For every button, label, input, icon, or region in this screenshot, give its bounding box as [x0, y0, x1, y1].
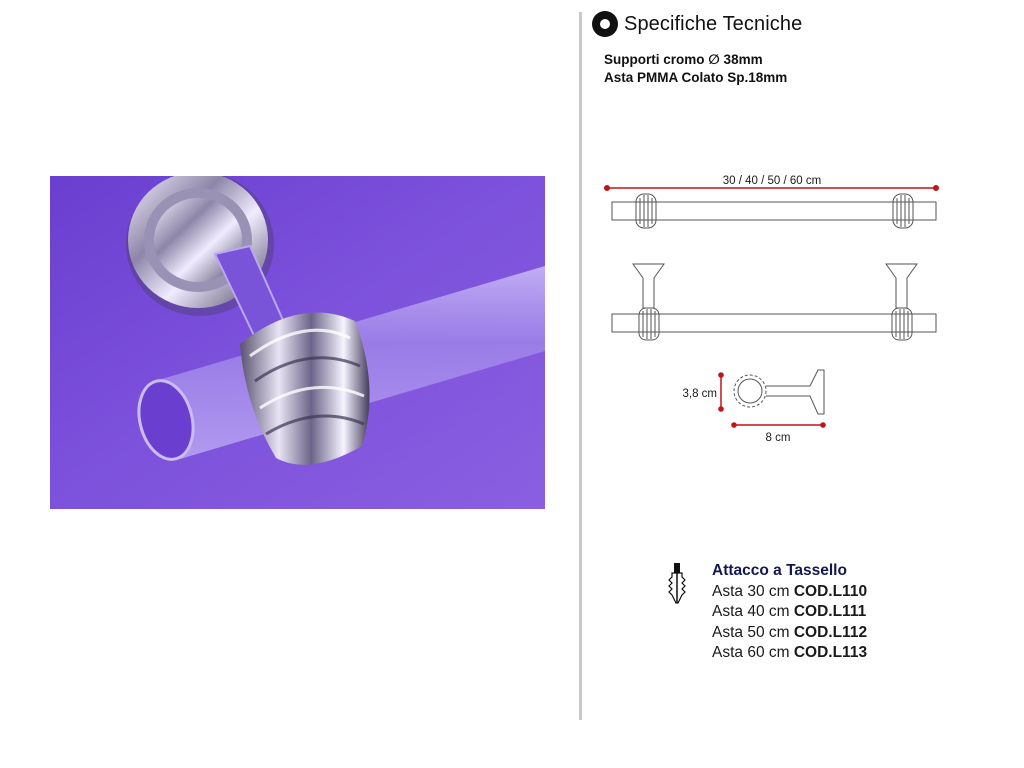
- code-row: Asta 60 cm COD.L113: [712, 643, 867, 664]
- vertical-divider: [579, 12, 582, 720]
- chrome-ring: [240, 312, 370, 465]
- side-view: 3,8 cm 8 cm: [682, 369, 826, 444]
- wall-plug-icon: [668, 563, 686, 610]
- top-view: [611, 193, 937, 229]
- code-row-code: COD.L111: [793, 603, 867, 620]
- spec-support: Supporti cromo ∅ 38mm: [604, 52, 763, 67]
- length-dimension: 30 / 40 / 50 / 60 cm: [604, 175, 939, 191]
- code-list: Attacco a Tassello Asta 30 cm COD.L110 A…: [712, 561, 867, 664]
- code-row-code: COD.L113: [793, 644, 868, 661]
- page-title: Specifiche Tecniche: [624, 12, 803, 35]
- code-row-label: Asta 50 cm: [712, 623, 790, 641]
- code-row: Asta 50 cm COD.L112: [712, 623, 867, 644]
- front-view: [611, 263, 937, 341]
- technical-drawing: 30 / 40 / 50 / 60 cm: [596, 168, 956, 458]
- spec-rod: Asta PMMA Colato Sp.18mm: [604, 70, 788, 85]
- code-row-label: Asta 30 cm: [712, 582, 790, 600]
- code-row-code: COD.L112: [793, 623, 868, 641]
- code-row: Asta 30 cm COD.L110: [712, 582, 867, 603]
- code-row-code: COD.L110: [793, 582, 868, 600]
- height-label: 3,8 cm: [682, 388, 717, 400]
- product-photo: [50, 176, 545, 509]
- circle-bullet-icon: [592, 11, 618, 37]
- code-row-label: Asta 40 cm: [712, 603, 790, 620]
- length-label: 30 / 40 / 50 / 60 cm: [723, 175, 821, 187]
- top-ring-left: [635, 193, 657, 229]
- code-row-label: Asta 60 cm: [712, 644, 790, 661]
- top-ring-right: [892, 193, 914, 229]
- title-row: Specifiche Tecniche: [592, 10, 802, 38]
- spec-list: Supporti cromo ∅ 38mm Asta PMMA Colato S…: [604, 51, 787, 87]
- code-row: Asta 40 cm COD.L111: [712, 602, 867, 623]
- code-list-heading: Attacco a Tassello: [712, 562, 847, 579]
- depth-label: 8 cm: [766, 432, 791, 444]
